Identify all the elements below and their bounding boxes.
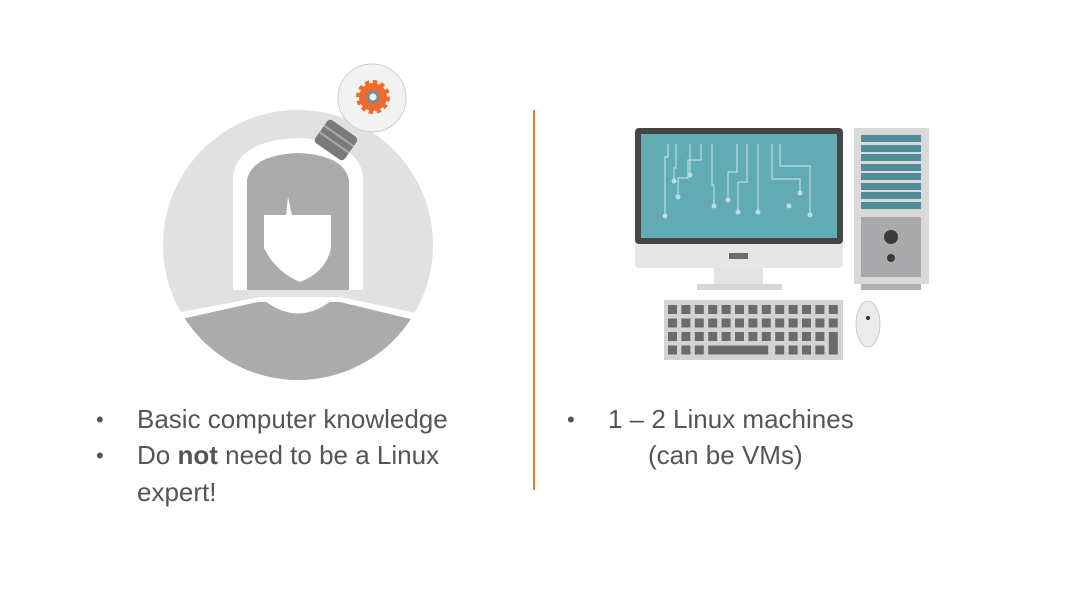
lightbulb-gear-icon bbox=[314, 63, 407, 161]
emphasis: not bbox=[177, 440, 218, 470]
bullet: • bbox=[567, 407, 575, 432]
key bbox=[802, 345, 811, 355]
key bbox=[721, 318, 731, 328]
text: need to be a Linux bbox=[217, 440, 440, 470]
key bbox=[694, 345, 704, 355]
key bbox=[761, 318, 771, 328]
key bbox=[694, 332, 704, 341]
key bbox=[815, 318, 825, 328]
text: Do bbox=[137, 440, 178, 470]
key bbox=[748, 318, 758, 328]
key bbox=[815, 305, 825, 314]
key bbox=[681, 345, 691, 355]
key bbox=[708, 305, 718, 314]
key bbox=[708, 345, 769, 355]
key bbox=[694, 318, 704, 328]
left-bullet-2-continued: expert! bbox=[137, 477, 217, 507]
key bbox=[775, 305, 785, 314]
key bbox=[721, 332, 731, 341]
key bbox=[708, 318, 718, 328]
key bbox=[668, 345, 677, 355]
person-with-idea-icon bbox=[163, 110, 433, 380]
key bbox=[721, 305, 731, 314]
key bbox=[828, 305, 838, 314]
key bbox=[775, 345, 785, 355]
key bbox=[668, 305, 677, 314]
key bbox=[761, 305, 771, 314]
key bbox=[828, 318, 838, 328]
key bbox=[761, 332, 771, 341]
key bbox=[815, 345, 825, 355]
right-bullet-1: 1 – 2 Linux machines bbox=[608, 404, 854, 434]
bullet: • bbox=[96, 407, 104, 432]
key bbox=[775, 318, 785, 328]
key bbox=[735, 305, 744, 314]
key bbox=[802, 332, 811, 341]
key bbox=[748, 305, 758, 314]
key bbox=[748, 332, 758, 341]
key bbox=[828, 332, 838, 355]
key bbox=[735, 332, 744, 341]
key bbox=[802, 305, 811, 314]
key bbox=[802, 318, 811, 328]
left-bullet-2: Do not need to be a Linux bbox=[137, 437, 439, 474]
key bbox=[708, 332, 718, 341]
key bbox=[668, 332, 677, 341]
key bbox=[681, 305, 691, 314]
key bbox=[788, 332, 798, 341]
key bbox=[668, 318, 677, 328]
key bbox=[681, 332, 691, 341]
key bbox=[788, 318, 798, 328]
key bbox=[681, 318, 691, 328]
key bbox=[788, 345, 798, 355]
right-bullet-1-continued: (can be VMs) bbox=[648, 440, 803, 470]
key bbox=[788, 305, 798, 314]
key bbox=[694, 305, 704, 314]
key bbox=[775, 332, 785, 341]
key bbox=[815, 332, 825, 341]
left-bullet-1: Basic computer knowledge bbox=[137, 404, 448, 434]
bullet: • bbox=[96, 443, 104, 468]
desktop-computer-icon bbox=[635, 128, 929, 360]
key bbox=[735, 318, 744, 328]
